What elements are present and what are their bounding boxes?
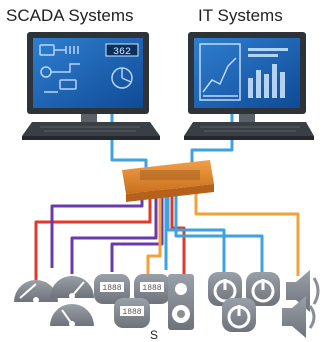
meter-icon: 1888 — [114, 298, 150, 328]
meter-icon: 1888 — [94, 274, 130, 304]
loudspeaker-icon — [282, 296, 316, 338]
scada-monitor-icon: 362 — [22, 32, 160, 140]
power-icon — [246, 272, 280, 306]
wire-purple-3 — [110, 190, 164, 272]
meter-readout: 1888 — [142, 284, 161, 293]
meter-readout: 1888 — [102, 284, 121, 293]
it-systems-title: IT Systems — [198, 6, 283, 25]
scada-systems-title: SCADA Systems — [6, 6, 134, 25]
wire-orange-2 — [194, 190, 300, 276]
it-monitor-icon — [184, 32, 314, 140]
wire-blue-2 — [174, 190, 264, 272]
meter-readout: 1888 — [122, 308, 141, 317]
bottom-label-partial: S — [150, 328, 159, 342]
wire-red-1 — [34, 190, 152, 286]
field-devices: 1888 1888 1888 — [14, 270, 320, 338]
scada-screen-readout: 362 — [113, 47, 131, 58]
gauge-icon — [14, 280, 58, 303]
gauge-icon — [50, 304, 94, 327]
power-icon — [222, 298, 256, 332]
wire-scada-to-switch — [110, 112, 148, 172]
speaker-icon — [168, 274, 194, 330]
wire-purple-2 — [70, 190, 158, 274]
gauge-icon — [50, 276, 94, 299]
meter-icon: 1888 — [134, 274, 170, 304]
wire-red-2 — [170, 190, 186, 275]
network-switch-icon — [122, 160, 214, 202]
wire-blue-1 — [166, 190, 226, 272]
wire-orange-1 — [146, 190, 162, 276]
